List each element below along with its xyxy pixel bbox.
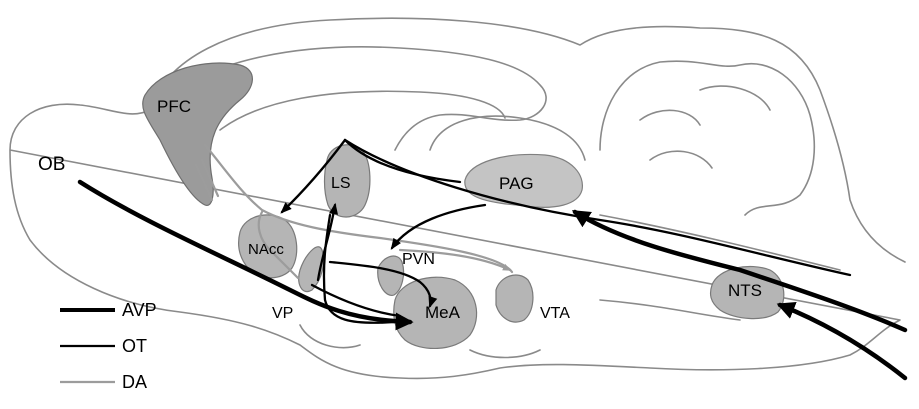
- label-ob: OB: [38, 154, 65, 175]
- avp-pathways: [80, 182, 905, 378]
- avp-line-to-nts: [780, 305, 905, 378]
- label-mea: MeA: [425, 303, 461, 322]
- label-nacc: NAcc: [248, 241, 284, 258]
- label-pvn: PVN: [402, 251, 435, 268]
- legend-label-avp: AVP: [122, 300, 157, 320]
- cerebellum-folia: [640, 86, 770, 168]
- label-ls: LS: [331, 175, 351, 192]
- label-vta: VTA: [540, 305, 570, 322]
- corpus-callosum: [220, 91, 505, 130]
- legend-label-da: DA: [122, 372, 147, 392]
- pvn-region: [378, 256, 404, 295]
- brain-regions: [143, 63, 784, 348]
- label-pag: PAG: [499, 174, 534, 193]
- label-vp: VP: [272, 305, 293, 322]
- vta-region: [496, 275, 533, 322]
- legend: AVP OT DA: [60, 300, 157, 392]
- label-nts: NTS: [728, 281, 762, 300]
- cerebellum-contour: [600, 61, 814, 215]
- legend-label-ot: OT: [122, 336, 147, 356]
- label-pfc: PFC: [157, 97, 191, 116]
- hippocampus-contour: [430, 116, 585, 160]
